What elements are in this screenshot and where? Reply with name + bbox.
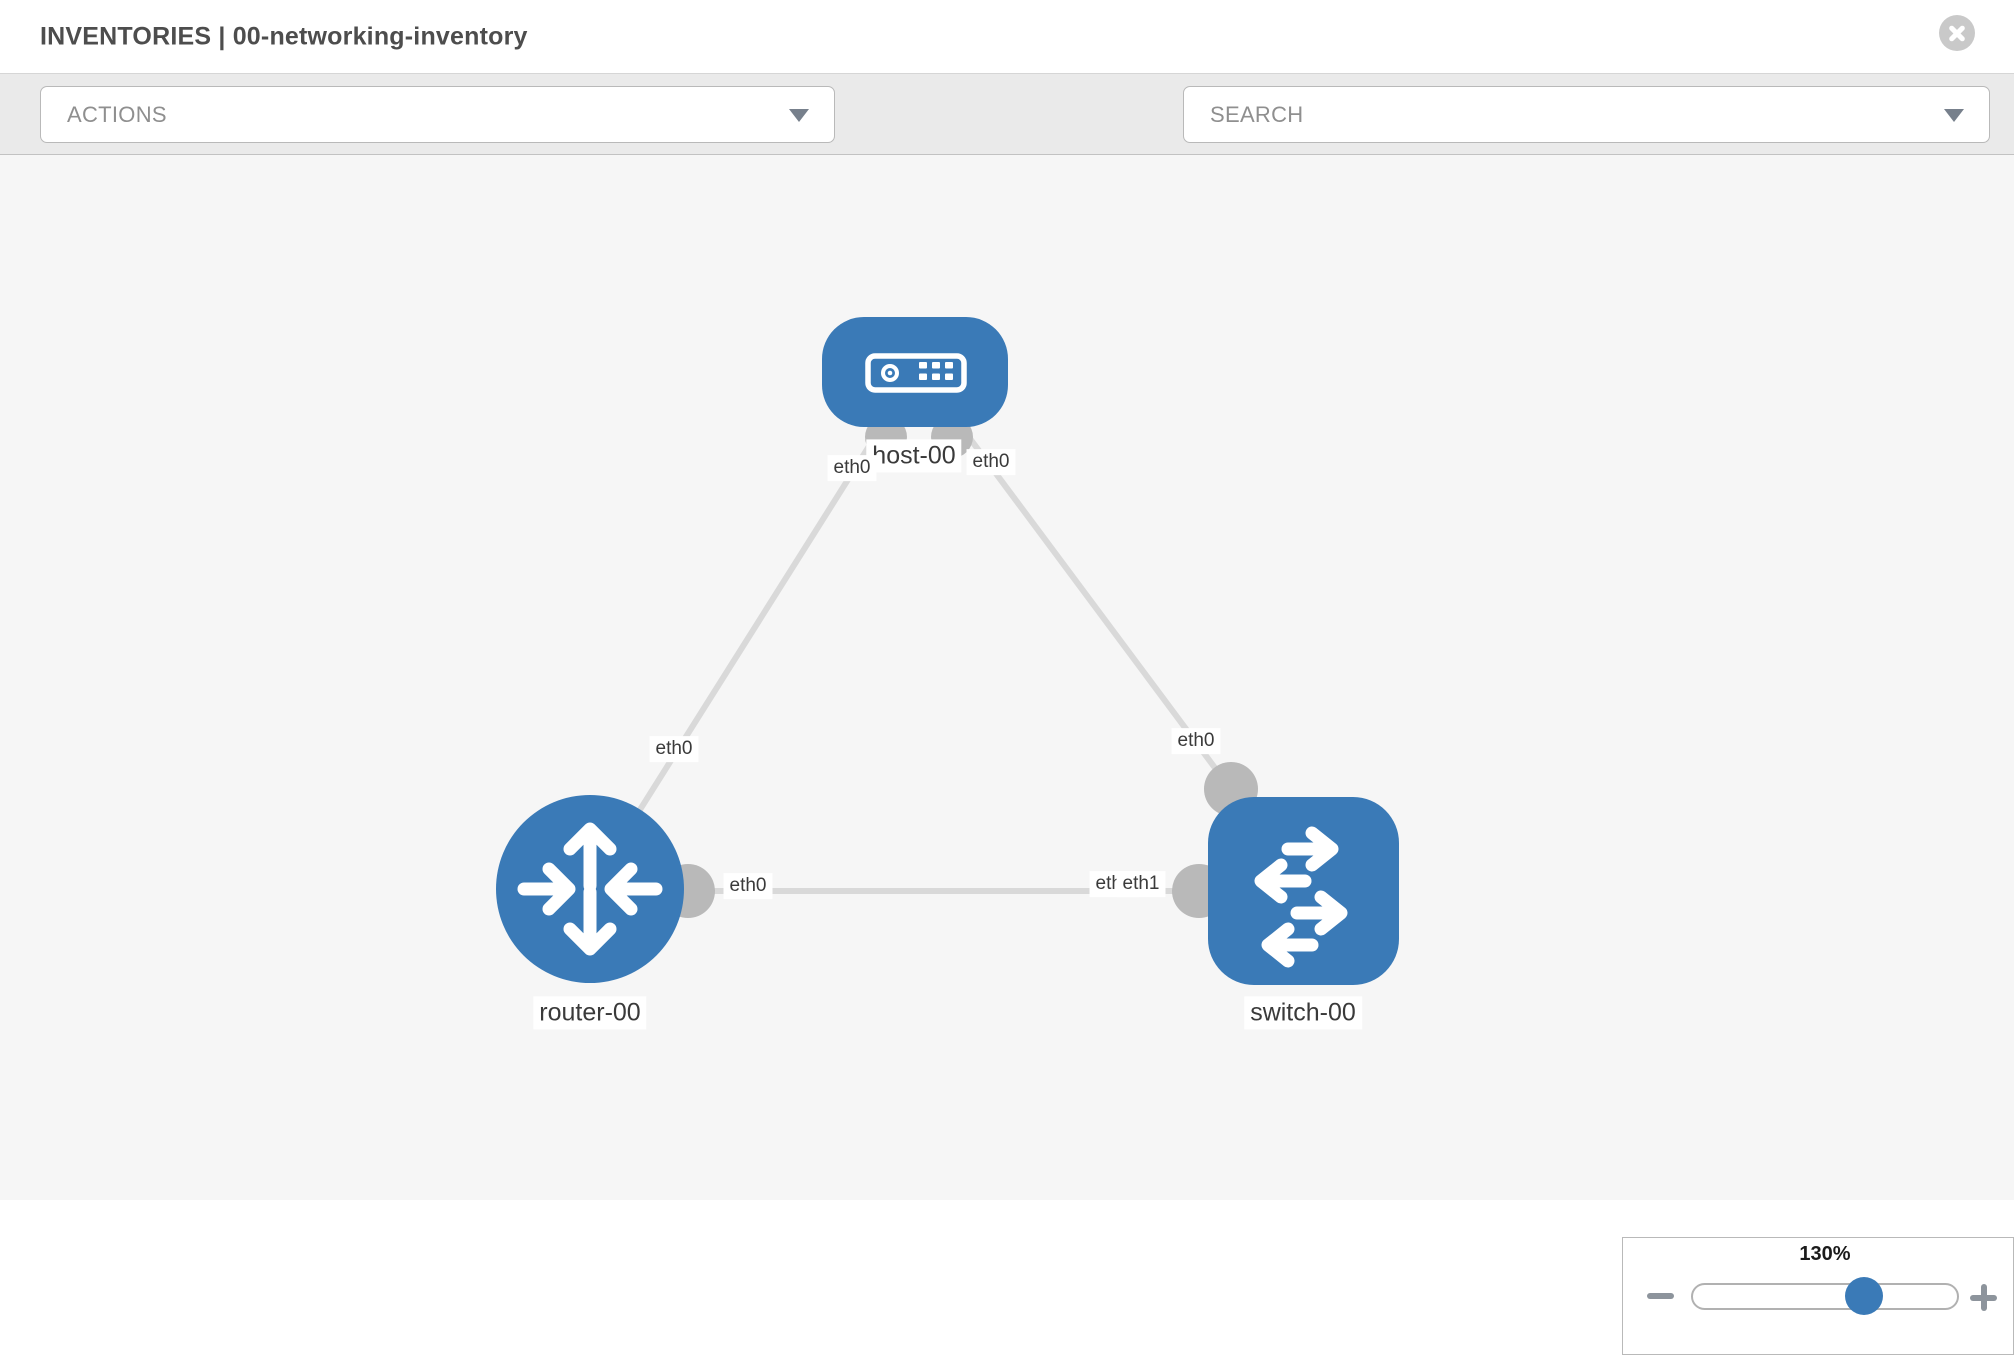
host-icon xyxy=(865,353,967,393)
node-router-00[interactable] xyxy=(496,795,684,983)
interface-label: eth0 xyxy=(827,455,877,481)
interface-label: eth1 xyxy=(1116,871,1166,897)
close-icon[interactable] xyxy=(1939,15,1975,51)
zoom-level-value: 130% xyxy=(1799,1243,1851,1265)
node-label-host-00: host-00 xyxy=(866,439,962,473)
interface-label: eth0 xyxy=(649,736,699,762)
zoom-out-minus-icon[interactable] xyxy=(1647,1293,1674,1299)
host-node-shape[interactable] xyxy=(822,317,1008,427)
search-dropdown-label: SEARCH xyxy=(1210,101,1304,127)
router-icon xyxy=(517,822,663,956)
zoom-in-plus-icon[interactable] xyxy=(1970,1284,1997,1311)
actions-dropdown-label: ACTIONS xyxy=(67,101,167,127)
node-switch-00[interactable] xyxy=(1208,797,1399,985)
interface-label: eth0 xyxy=(966,449,1016,475)
node-label-switch-00: switch-00 xyxy=(1244,996,1362,1030)
link-router-host xyxy=(587,403,898,891)
toolbar: ACTIONS SEARCH xyxy=(0,73,2014,206)
zoom-slider-thumb[interactable] xyxy=(1845,1277,1883,1315)
header: INVENTORIES | 00-networking-inventory xyxy=(0,0,2014,73)
chevron-down-icon xyxy=(789,108,809,122)
search-dropdown[interactable]: SEARCH xyxy=(1183,86,1990,143)
switch-node-shape[interactable] xyxy=(1208,797,1399,985)
topology-links xyxy=(587,403,1300,894)
node-host-00[interactable] xyxy=(822,317,1008,427)
interface-label: eth0 xyxy=(1171,728,1221,754)
chevron-down-icon xyxy=(1944,108,1964,122)
zoom-control-panel: 130% xyxy=(1622,1237,2014,1355)
topology-svg xyxy=(496,317,1399,985)
actions-dropdown[interactable]: ACTIONS xyxy=(40,86,835,143)
interface-label: eth0 xyxy=(723,873,773,899)
zoom-slider-track[interactable] xyxy=(1691,1283,1959,1310)
page-title: INVENTORIES | 00-networking-inventory xyxy=(40,22,528,50)
switch-icon xyxy=(1254,826,1348,968)
node-label-router-00: router-00 xyxy=(533,996,647,1030)
interface-connectors xyxy=(661,416,1258,918)
topology-canvas[interactable]: host-00 eth0 eth0 eth0 eth0 eth0 eth0 et… xyxy=(0,155,2014,1355)
